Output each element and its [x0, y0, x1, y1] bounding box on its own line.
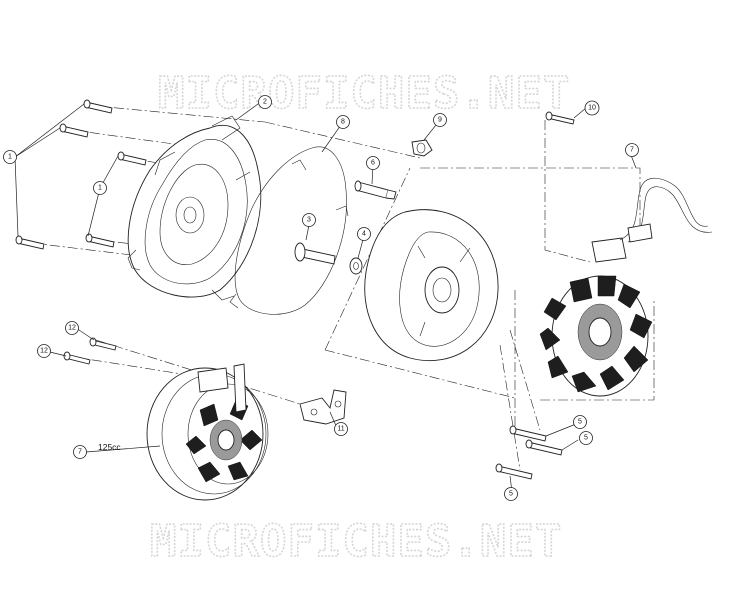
callout-5a: 5	[573, 415, 587, 429]
callout-2: 2	[258, 95, 272, 109]
pin-part-6	[354, 180, 397, 200]
bolts-part-1	[15, 99, 147, 250]
bracket-part-11	[299, 389, 347, 425]
svg-text:12: 12	[40, 348, 48, 355]
shaft-part-3	[294, 242, 336, 265]
callout-10: 10	[584, 100, 600, 116]
callout-11: 11	[334, 422, 348, 436]
svg-text:5: 5	[578, 419, 582, 426]
callout-5b: 5	[579, 431, 593, 445]
watermark-top: MICROFICHES.NET	[158, 68, 570, 119]
svg-text:6: 6	[371, 160, 375, 167]
washer-part-4	[349, 257, 363, 275]
svg-text:5: 5	[509, 491, 513, 498]
leader-lines	[14, 103, 637, 493]
svg-text:4: 4	[362, 231, 366, 238]
crankcase-cover-part-2	[127, 115, 262, 301]
clamp-part-9	[411, 139, 433, 157]
callout-4: 4	[357, 227, 371, 241]
svg-text:2: 2	[263, 99, 267, 106]
bolts-part-12	[63, 337, 117, 365]
svg-text:1: 1	[8, 154, 12, 161]
svg-text:5: 5	[584, 435, 588, 442]
callout-1a: 1	[3, 150, 17, 164]
callout-1b: 1	[93, 181, 107, 195]
svg-text:11: 11	[337, 426, 344, 433]
svg-text:7: 7	[630, 147, 634, 154]
callout-12b: 12	[37, 344, 51, 358]
bolt-part-10	[545, 111, 575, 125]
svg-text:7: 7	[78, 449, 82, 456]
callout-6: 6	[366, 156, 380, 170]
stator-assembly	[539, 177, 713, 397]
svg-text:1: 1	[98, 185, 102, 192]
bolts-part-5	[495, 425, 563, 480]
watermark-bottom: MICROFICHES.NET	[150, 516, 562, 567]
svg-text:3: 3	[307, 217, 311, 224]
callout-5c: 5	[504, 487, 518, 501]
callout-9: 9	[433, 113, 447, 127]
callout-3: 3	[302, 213, 316, 227]
flywheel-rotor	[364, 209, 499, 362]
svg-text:8: 8	[341, 119, 345, 126]
callout-7b: 7	[73, 445, 87, 459]
flywheel-125cc	[146, 363, 269, 501]
callout-7a: 7	[625, 143, 639, 157]
svg-text:10: 10	[588, 105, 596, 112]
variant-label-125cc: 125cc	[98, 442, 121, 452]
callout-12a: 12	[65, 321, 79, 335]
gasket-part-8	[229, 146, 349, 315]
callout-8: 8	[336, 115, 350, 129]
svg-text:9: 9	[438, 117, 442, 124]
svg-text:12: 12	[68, 325, 76, 332]
